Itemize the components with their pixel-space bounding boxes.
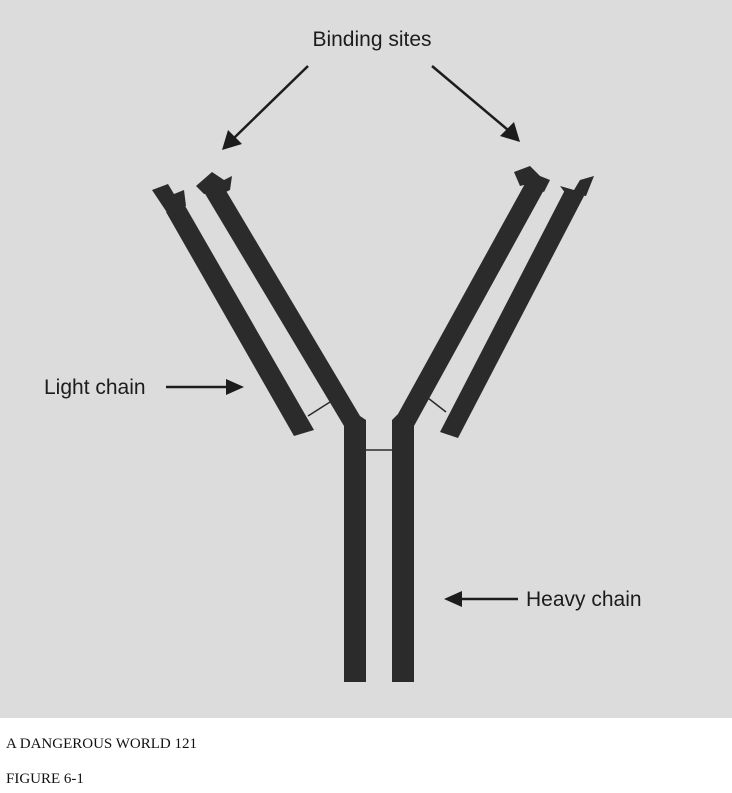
- disulfide-bond-right: [427, 397, 447, 413]
- disulfide-bond-left: [307, 401, 331, 417]
- light-chain-arrow: [166, 379, 244, 395]
- antibody-diagram: Binding sites Light chain Heavy chain: [44, 28, 642, 682]
- heavy-chain-arrow: [444, 591, 518, 607]
- light-chain-label: Light chain: [44, 376, 146, 399]
- binding-sites-label: Binding sites: [312, 28, 431, 51]
- heavy-chain-label: Heavy chain: [526, 588, 642, 611]
- antibody-figure: Binding sites Light chain Heavy chain: [0, 0, 732, 718]
- heavy-chain-left: [204, 184, 366, 682]
- binding-site-right-outer: [560, 176, 594, 196]
- heavy-chain-right: [392, 180, 545, 682]
- binding-sites-arrow-left: [222, 65, 309, 150]
- figure-caption: FIGURE 6-1: [6, 771, 84, 787]
- source-caption: A DANGEROUS WORLD 121: [6, 736, 197, 752]
- binding-site-left-outer: [152, 184, 186, 214]
- binding-site-right-inner: [514, 166, 550, 192]
- light-chain-left: [166, 204, 314, 436]
- light-chain-right: [440, 188, 584, 438]
- binding-site-left-inner: [196, 172, 232, 194]
- binding-sites-arrow-right: [431, 65, 520, 142]
